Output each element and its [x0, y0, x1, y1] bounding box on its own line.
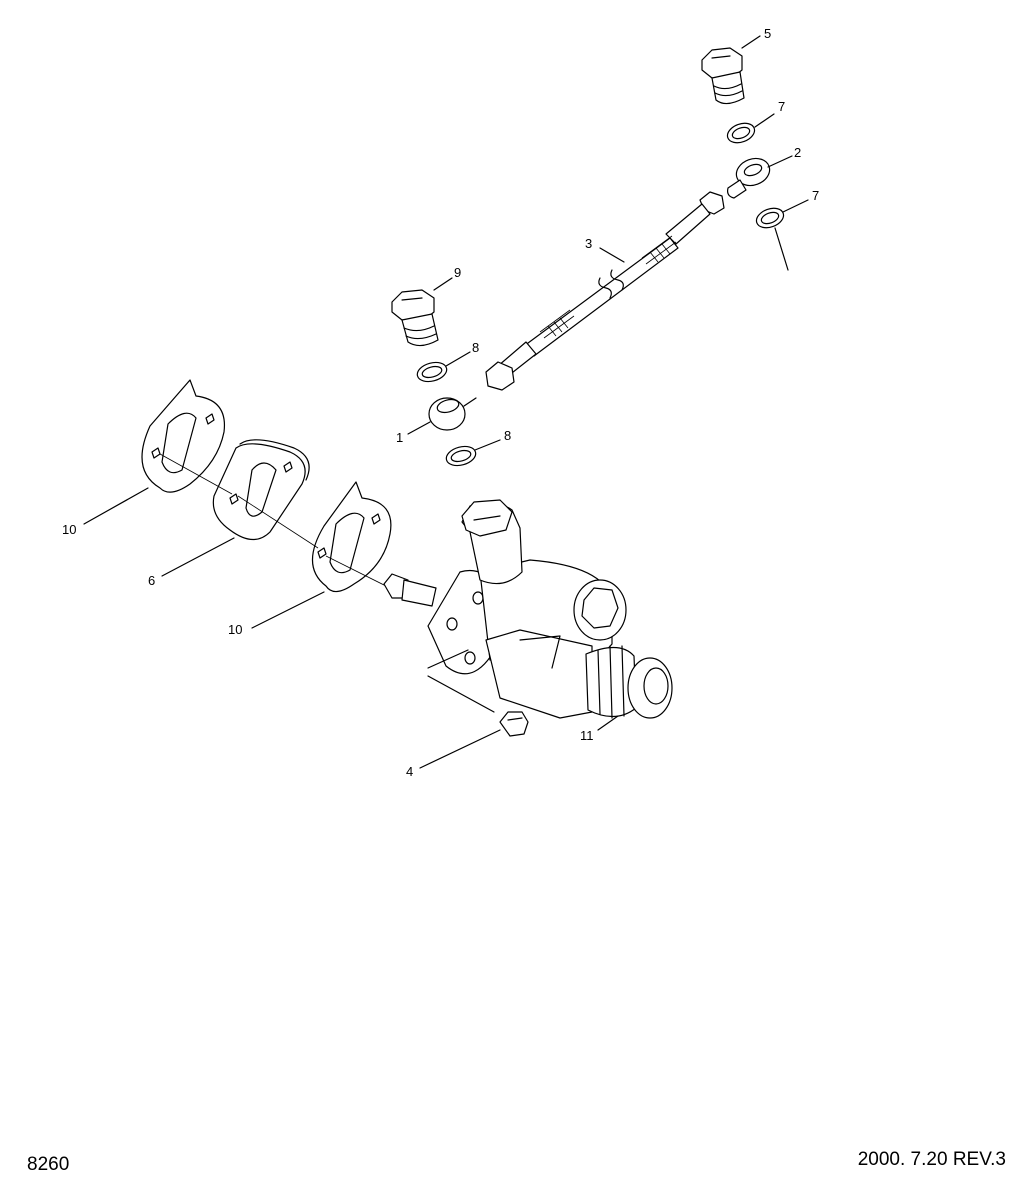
revision-date: 2000. 7.20 REV.3 — [857, 1149, 1006, 1170]
callout-6: 6 — [148, 573, 155, 588]
callout-labels: 1 2 3 4 5 6 7 7 8 8 9 10 10 11 — [62, 26, 819, 779]
callout-4: 4 — [406, 764, 413, 779]
alignment-lines — [159, 453, 387, 587]
part-6-spacer — [161, 439, 310, 577]
callout-2: 2 — [794, 145, 801, 160]
part-1-banjo-fitting — [407, 397, 477, 435]
callout-1: 1 — [396, 430, 403, 445]
callout-8-upper: 8 — [472, 340, 479, 355]
callout-7-upper: 7 — [778, 99, 785, 114]
callout-8-lower: 8 — [504, 428, 511, 443]
callout-7-lower: 7 — [812, 188, 819, 203]
part-7-washer-upper — [726, 113, 775, 144]
callout-9: 9 — [454, 265, 461, 280]
callout-11: 11 — [580, 728, 594, 743]
part-10-gasket-right — [251, 481, 392, 629]
callout-3: 3 — [585, 236, 592, 251]
part-11-feed-pump — [383, 499, 673, 731]
part-8-washer-upper — [416, 351, 471, 383]
part-8-washer-lower — [445, 439, 501, 467]
part-7-washer-lower — [755, 199, 809, 271]
part-10-gasket-left — [83, 379, 226, 525]
part-5-banjo-bolt — [701, 35, 761, 105]
callout-10-right: 10 — [228, 622, 242, 637]
drawing-code: 8260 — [27, 1154, 70, 1175]
part-2-banjo-fitting — [727, 155, 793, 199]
part-3-fuel-hose — [485, 191, 725, 391]
part-4-bolt — [419, 711, 529, 769]
callout-5: 5 — [764, 26, 771, 41]
callout-10-left: 10 — [62, 522, 76, 537]
part-9-banjo-bolt — [391, 277, 453, 347]
